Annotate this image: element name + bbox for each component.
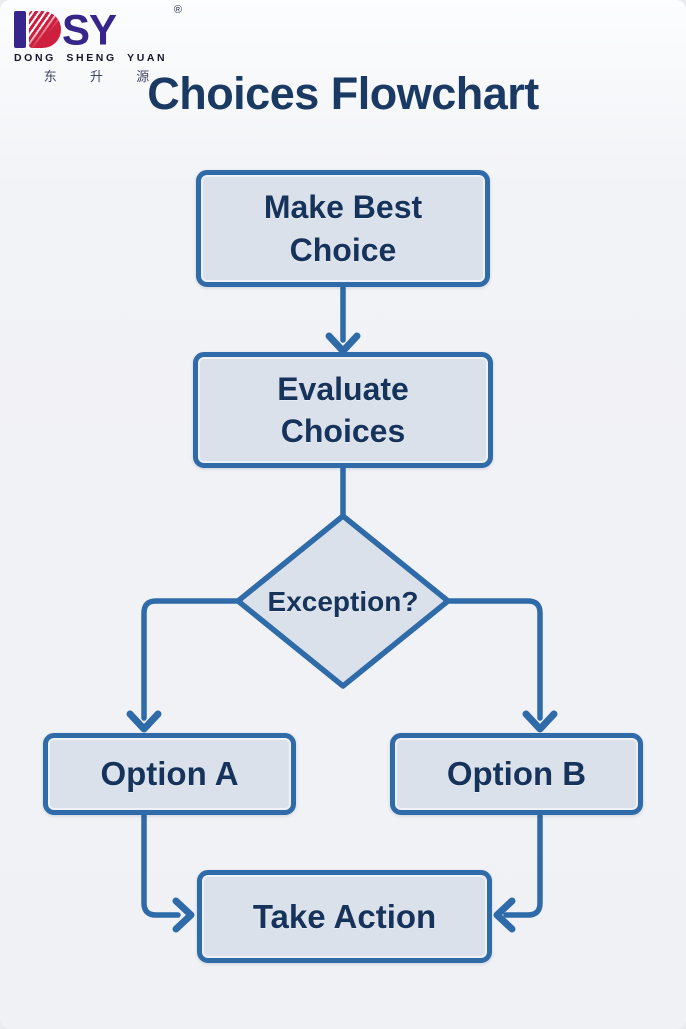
decision-diamond-shape <box>235 513 451 689</box>
logo-d-red-striped-shape <box>29 11 61 48</box>
node-evaluate-choices: Evaluate Choices <box>193 352 493 468</box>
edge-decision-option-a <box>141 598 243 721</box>
logo-d-bar-shape <box>14 11 26 48</box>
logo-name-chinese: 东 升 源 <box>43 69 165 84</box>
dsy-logo-mark: SY ® <box>14 4 184 54</box>
arrowhead-down-evaluate <box>325 332 361 355</box>
arrowhead-left-action <box>493 897 516 933</box>
logo-name-english: DONG SHENG YUAN <box>14 52 168 64</box>
registered-trademark-icon: ® <box>173 4 182 16</box>
logo-letters: SY <box>62 5 117 54</box>
edge-option-b-action <box>503 813 543 918</box>
node-take-action: Take Action <box>197 870 492 963</box>
node-option-b: Option B <box>390 733 643 815</box>
arrowhead-right-action <box>172 897 195 933</box>
node-exception-decision-label: Exception? <box>267 586 419 617</box>
node-option-a: Option A <box>43 733 296 815</box>
page-title: Choices Flowchart <box>147 68 539 119</box>
arrowhead-down-option-b <box>522 710 558 733</box>
company-logo: SY ® DONG SHENG YUAN 东 升 源 <box>14 4 184 85</box>
edge-decision-option-b <box>443 598 543 721</box>
arrowhead-down-option-a <box>126 710 162 733</box>
edge-option-a-action <box>141 813 181 918</box>
node-make-best-choice: Make Best Choice <box>196 170 490 287</box>
